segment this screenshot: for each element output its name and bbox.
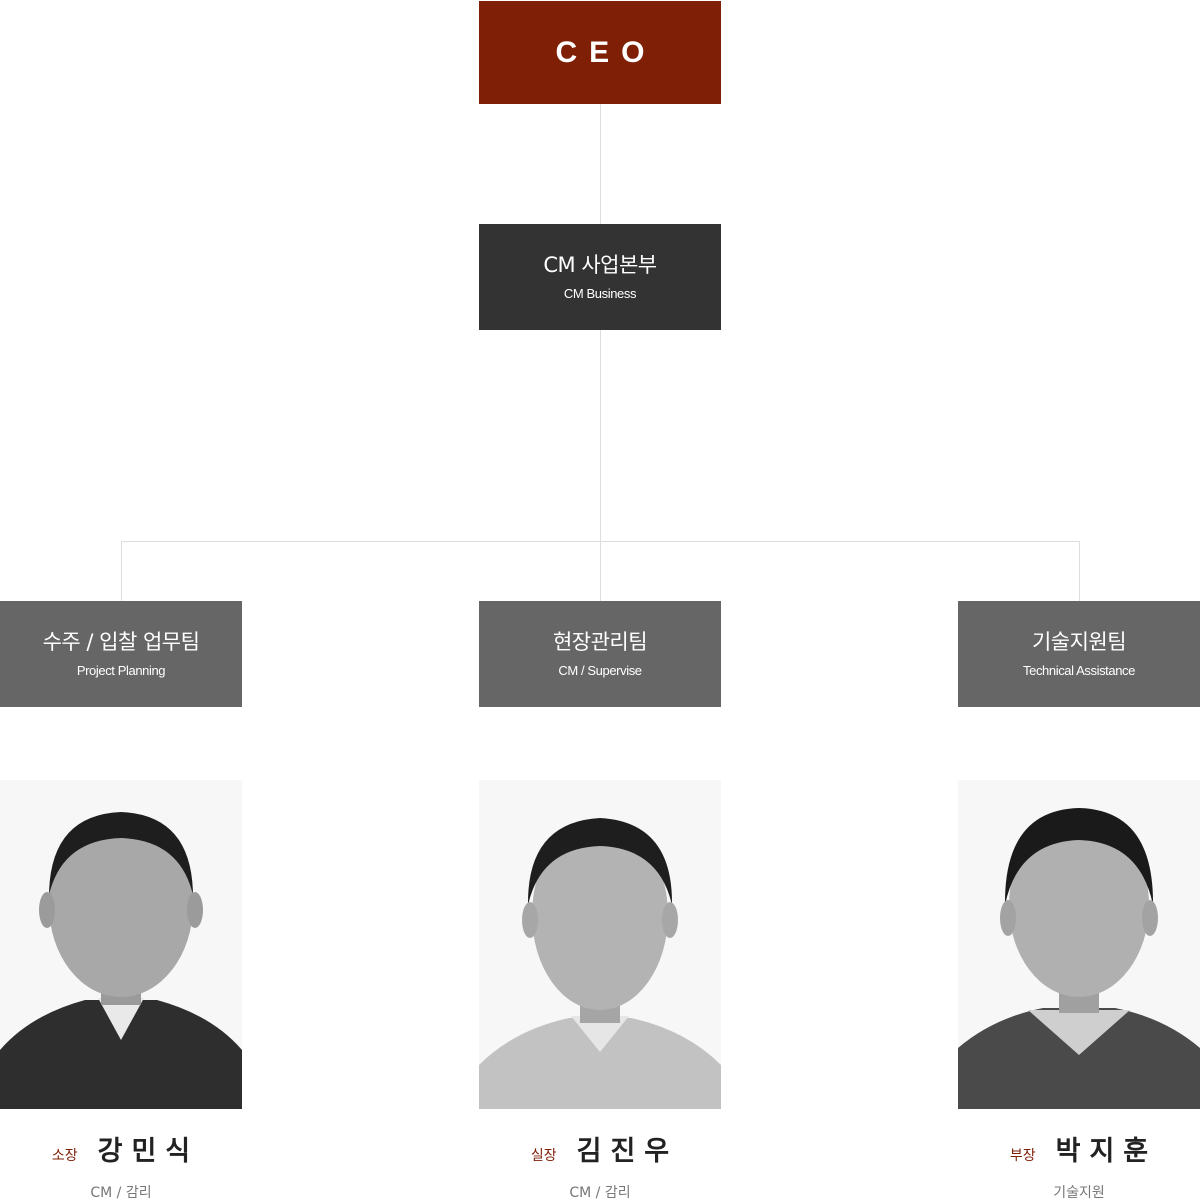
team-box-site: 현장관리팀 CM / Supervise	[479, 601, 721, 707]
member-name-row: 부장 박지훈	[958, 1129, 1200, 1168]
connector-ceo-hq	[600, 104, 601, 224]
team-subtitle: Project Planning	[76, 663, 166, 678]
member-card: 실장 김진우 CM / 감리	[479, 780, 721, 1202]
connector-team-1	[121, 541, 122, 601]
member-dept: CM / 감리	[90, 1185, 152, 1201]
team-box-bidding: 수주 / 입찰 업무팀 Project Planning	[0, 601, 242, 707]
team-title: 기술지원팀	[1031, 630, 1127, 654]
member-dept: CM / 감리	[569, 1185, 631, 1201]
team-title: 수주 / 입찰 업무팀	[42, 630, 200, 654]
hq-box: CM 사업본부 CM Business	[479, 224, 721, 330]
member-card: 소장 강민식 CM / 감리	[0, 780, 242, 1202]
member-dept: 기술지원	[1053, 1185, 1105, 1201]
team-subtitle: Technical Assistance	[1023, 663, 1135, 678]
ceo-box: CEO	[479, 1, 721, 104]
hq-subtitle: CM Business	[563, 286, 637, 301]
member-role: 소장	[51, 1148, 78, 1164]
portrait-photo	[479, 780, 721, 1109]
connector-team-3	[1079, 541, 1080, 601]
member-name: 박지훈	[1055, 1136, 1158, 1167]
ceo-label: CEO	[555, 35, 657, 69]
member-role: 부장	[1009, 1148, 1036, 1164]
portrait-photo	[0, 780, 242, 1109]
portrait-photo	[958, 780, 1200, 1109]
member-name-row: 소장 강민식	[0, 1129, 242, 1168]
connector-horizontal	[121, 541, 1080, 542]
member-name: 김진우	[576, 1136, 679, 1167]
team-subtitle: CM / Supervise	[558, 663, 642, 678]
member-name-row: 실장 김진우	[479, 1129, 721, 1168]
team-box-tech: 기술지원팀 Technical Assistance	[958, 601, 1200, 707]
member-role: 실장	[530, 1148, 557, 1164]
team-title: 현장관리팀	[552, 630, 648, 654]
connector-hq-branch	[600, 330, 601, 601]
member-name: 강민식	[97, 1136, 200, 1167]
member-card: 부장 박지훈 기술지원	[958, 780, 1200, 1202]
hq-title: CM 사업본부	[543, 253, 657, 277]
